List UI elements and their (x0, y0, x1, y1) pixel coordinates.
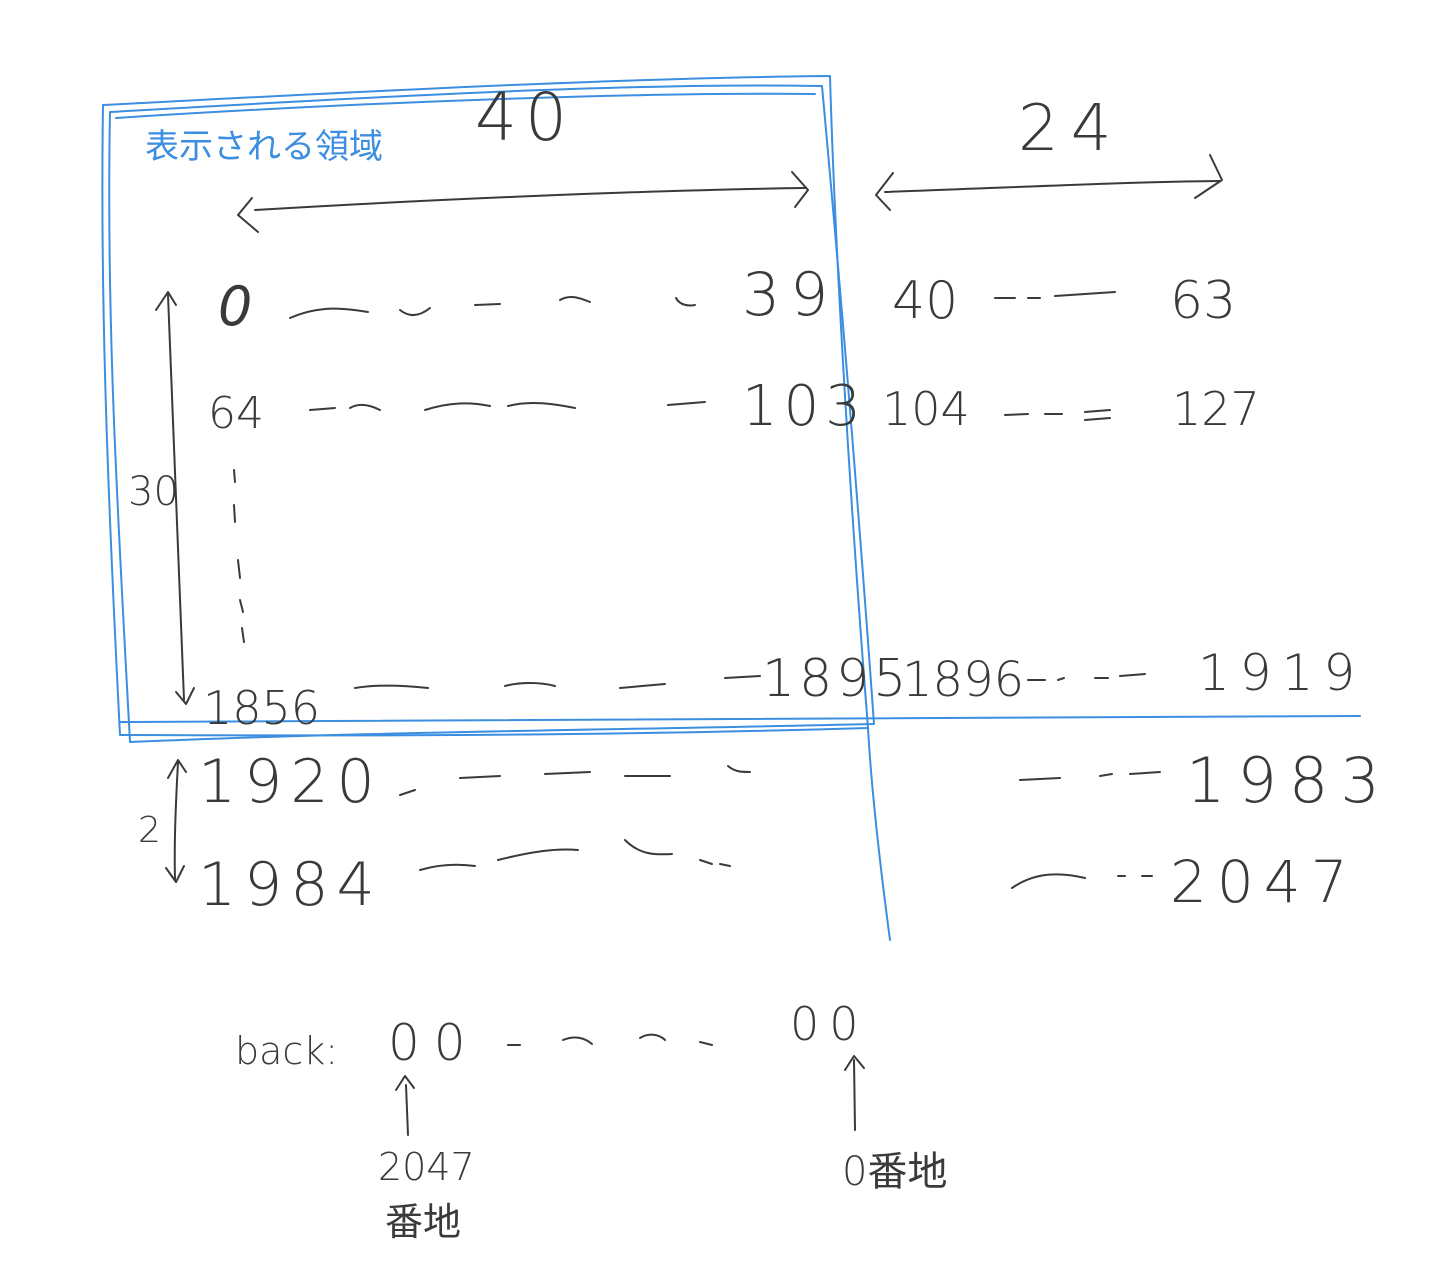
height-hidden-arrow (165, 759, 187, 883)
row-29: 1856 1895 1896 1919 (203, 644, 1365, 735)
row-0-visible-end: 39 (742, 260, 838, 330)
row-30: 1920 1983 (198, 744, 1392, 817)
column-boundary-line (867, 727, 891, 941)
height-hidden-label: 2 (138, 810, 161, 851)
back-left-address-suffix: 番地 (385, 1200, 461, 1244)
row-29-start: 1856 (203, 681, 320, 735)
back-left-pointer (395, 1075, 415, 1136)
back-left-address: 2047 (378, 1145, 475, 1189)
back-buffer: back: 00 00 2047 番地 0番地 (235, 997, 947, 1244)
back-label: back: (235, 1029, 338, 1073)
width-hidden-arrow (875, 154, 1223, 211)
row-1-start: 64 (208, 388, 264, 439)
row-31-start: 1984 (198, 850, 383, 920)
width-hidden-label: 24 (1018, 92, 1123, 166)
height-visible-label: 30 (128, 469, 179, 515)
back-left-value: 00 (388, 1014, 480, 1072)
row-31: 1984 2047 (198, 839, 1358, 920)
back-right-address: 0番地 (842, 1149, 947, 1195)
region-label: 表示される領域 (145, 127, 383, 167)
row-0-hidden-start: 40 (892, 271, 958, 331)
row-1: 64 103 104 127 (208, 374, 1260, 439)
row-0-start: 0 (218, 275, 252, 338)
back-right-value: 00 (790, 997, 869, 1051)
row-30-start: 1920 (198, 747, 383, 817)
row-30-end: 1983 (1186, 744, 1392, 817)
row-0: 0 39 40 63 (218, 260, 1236, 338)
row-29-visible-end: 1895 (762, 649, 910, 709)
row-29-hidden-end: 1919 (1198, 644, 1365, 702)
row-1-hidden-start: 104 (882, 382, 970, 436)
height-visible-arrow (155, 291, 195, 705)
row-ellipsis (233, 469, 245, 643)
row-29-hidden-start: 1896 (902, 652, 1024, 708)
width-visible-label: 40 (475, 79, 575, 156)
row-1-hidden-end: 127 (1172, 382, 1260, 436)
back-right-pointer (844, 1055, 865, 1131)
row-1-visible-end: 103 (742, 374, 867, 439)
row-31-end: 2047 (1170, 848, 1358, 916)
row-0-hidden-end: 63 (1170, 271, 1236, 331)
width-visible-arrow (237, 171, 809, 233)
